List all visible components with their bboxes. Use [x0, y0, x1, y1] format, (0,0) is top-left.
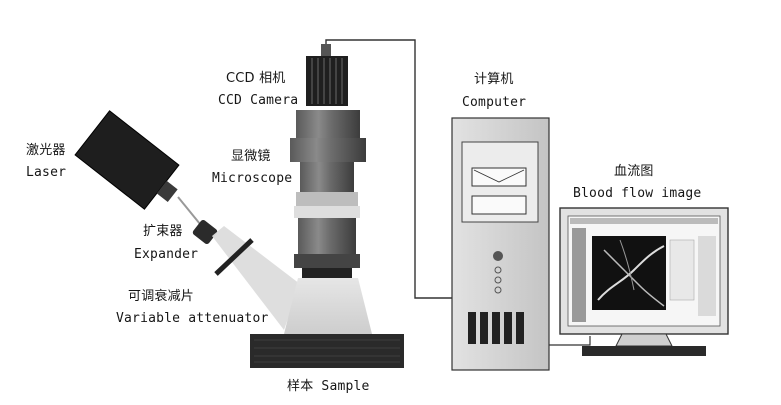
bloodflow-label-cn: 血流图	[614, 164, 654, 179]
laser	[74, 110, 180, 210]
illumination-cone	[284, 278, 372, 334]
power-button	[493, 251, 503, 261]
laser-label-cn: 激光器	[26, 143, 66, 158]
sample-label: 样本 Sample	[287, 379, 370, 394]
monitor	[559, 207, 729, 356]
microscope-label-en: Microscope	[212, 171, 293, 186]
microscope-label-cn: 显微镜	[231, 149, 271, 164]
computer-label-en: Computer	[462, 95, 527, 110]
expander-label-cn: 扩束器	[143, 224, 183, 239]
sample-stage	[250, 334, 404, 368]
laser-beam	[177, 196, 201, 225]
microscope	[290, 44, 366, 278]
computer-label-cn: 计算机	[474, 72, 514, 87]
monitor-cable	[549, 336, 591, 346]
variable-attenuator	[214, 238, 254, 276]
attenuator-label-en: Variable attenuator	[116, 311, 269, 326]
ccd-camera-label-cn: CCD 相机	[226, 71, 286, 86]
expander	[192, 219, 218, 245]
attenuator-label-cn: 可调衰减片	[128, 289, 195, 304]
ccd-camera	[306, 56, 348, 106]
expanded-beam	[212, 226, 300, 330]
ccd-camera-label-en: CCD Camera	[218, 93, 299, 108]
laser-label-en: Laser	[26, 165, 67, 180]
bloodflow-label-en: Blood flow image	[573, 186, 702, 201]
computer	[451, 117, 550, 371]
expander-label-en: Expander	[134, 247, 199, 262]
